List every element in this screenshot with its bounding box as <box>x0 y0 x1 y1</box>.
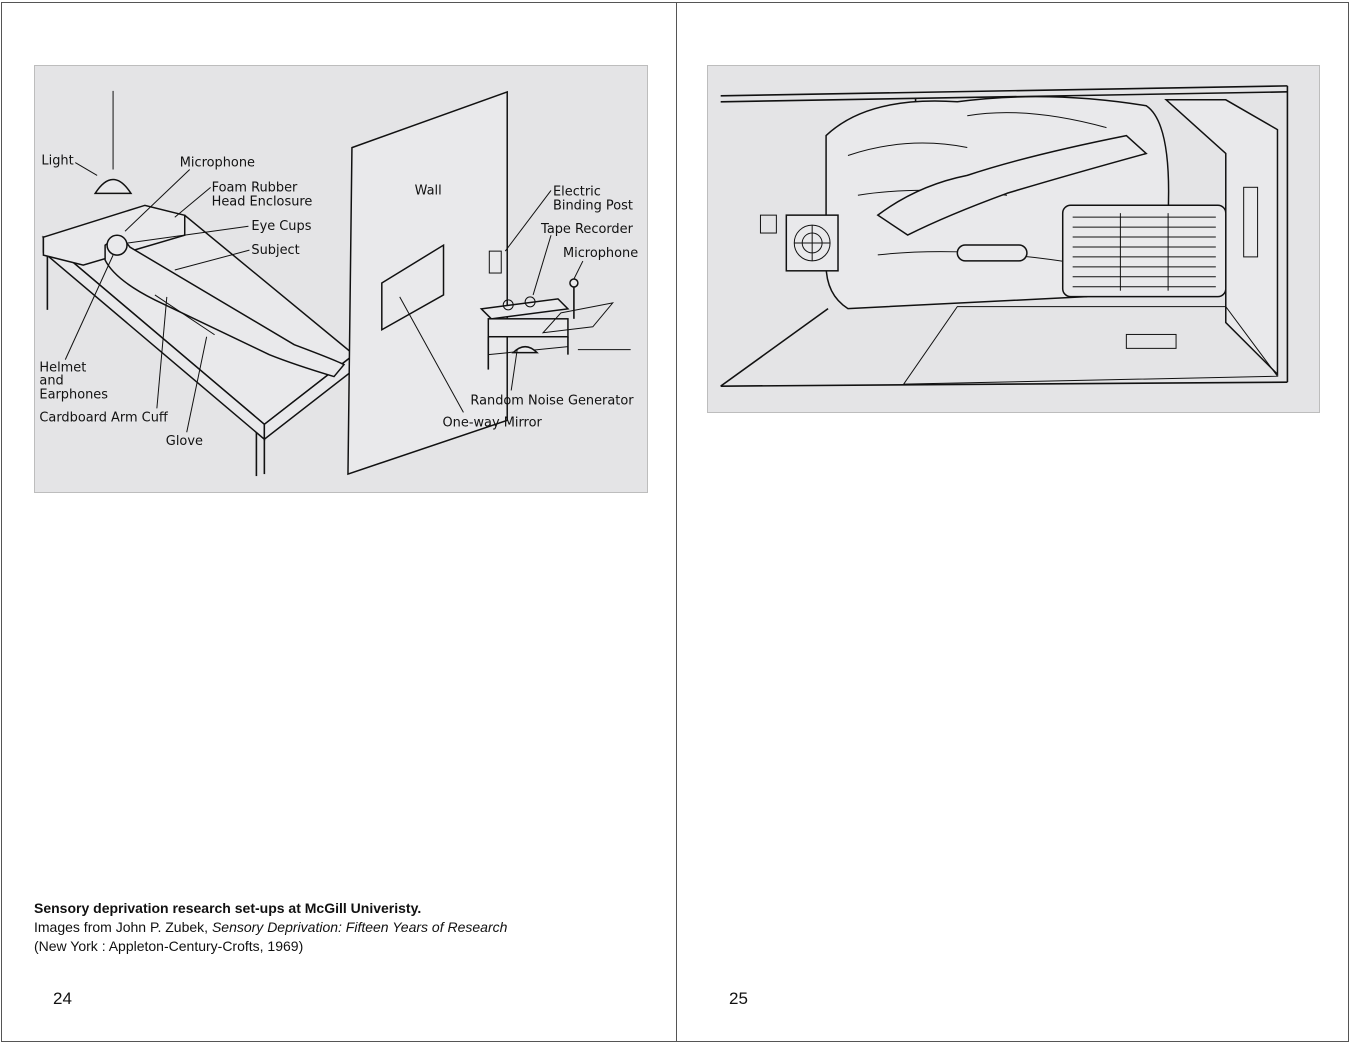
cuff-tube <box>956 244 1028 262</box>
pointer-binding <box>504 190 552 252</box>
label-eye-cups: Eye Cups <box>251 219 311 234</box>
label-electric: Electric <box>553 184 601 199</box>
label-subject: Subject <box>251 243 299 258</box>
wall-socket <box>759 214 777 234</box>
floor-mat <box>541 302 614 334</box>
pointer-light <box>74 162 98 176</box>
page-number-right: 25 <box>729 989 748 1008</box>
label-helmet: Helmet <box>39 361 86 376</box>
tape-reel <box>502 299 514 311</box>
pointer-subject <box>174 249 250 271</box>
label-and: and <box>39 374 63 389</box>
pointer-mic <box>124 169 191 232</box>
label-head-enclosure: Head Enclosure <box>212 194 313 209</box>
diagram-drawing: Light Microphone Foam Rubber Head Enclos… <box>39 90 638 477</box>
tape-recorder-top <box>479 298 570 320</box>
label-foam-rubber: Foam Rubber <box>212 180 298 195</box>
label-one-way-mirror: One-way Mirror <box>443 415 543 430</box>
chamber-drawing <box>720 85 1289 387</box>
floor-vent <box>1125 333 1177 349</box>
pointer-tape <box>532 235 552 296</box>
pointer-eye <box>126 225 249 244</box>
label-microphone-2: Microphone <box>563 246 638 261</box>
pointer-mirror <box>399 296 464 413</box>
pointer-cuff <box>156 296 168 409</box>
pointer-helmet <box>64 254 114 360</box>
subject-arm <box>154 294 215 336</box>
binding-post <box>488 250 502 274</box>
sensory-deprivation-diagram: Light Microphone Foam Rubber Head Enclos… <box>34 65 648 493</box>
caption-source-prefix: Images from John P. Zubek, <box>34 919 212 935</box>
pointer-glove <box>186 336 208 433</box>
ceiling-edge <box>720 85 1288 97</box>
air-conditioner <box>1061 204 1227 298</box>
label-wall: Wall <box>415 183 442 198</box>
subject-helmet <box>106 234 128 256</box>
tape-reel <box>524 296 536 308</box>
figure-caption: Sensory deprivation research set-ups at … <box>34 899 594 956</box>
label-binding-post: Binding Post <box>553 198 633 213</box>
page-number-left: 24 <box>53 989 72 1008</box>
floor <box>902 306 1279 385</box>
isolation-chamber-illustration <box>707 65 1320 413</box>
label-arm-cuff: Cardboard Arm Cuff <box>39 410 168 425</box>
label-light: Light <box>41 154 73 169</box>
end-wall <box>1164 99 1279 377</box>
caption-source: Images from John P. Zubek, Sensory Depri… <box>34 918 594 937</box>
label-noise-generator: Random Noise Generator <box>470 393 634 408</box>
mic-head <box>569 278 579 288</box>
floor-edge <box>720 307 829 387</box>
pointer-noise <box>510 349 518 391</box>
caption-title: Sensory deprivation research set-ups at … <box>34 900 422 916</box>
caption-publisher: (New York : Appleton-Century-Crofts, 196… <box>34 938 304 954</box>
label-microphone: Microphone <box>180 156 255 171</box>
right-page: 25 <box>676 2 1349 1042</box>
wall-vent <box>1243 186 1259 258</box>
left-page: Light Microphone Foam Rubber Head Enclos… <box>1 2 677 1042</box>
floor-front <box>720 381 1288 387</box>
label-tape-recorder: Tape Recorder <box>540 222 634 237</box>
label-earphones: Earphones <box>39 387 108 402</box>
one-way-mirror <box>381 243 445 332</box>
pointer-mic2 <box>573 260 584 280</box>
caption-book-title: Sensory Deprivation: Fifteen Years of Re… <box>211 919 508 935</box>
pointer-foam <box>174 187 211 218</box>
label-glove: Glove <box>166 434 203 449</box>
subject-figure <box>876 134 1148 236</box>
tape-recorder <box>487 318 569 338</box>
grille-lines <box>1072 213 1216 291</box>
lamp-shade <box>93 178 133 195</box>
noise-generator <box>511 345 539 354</box>
